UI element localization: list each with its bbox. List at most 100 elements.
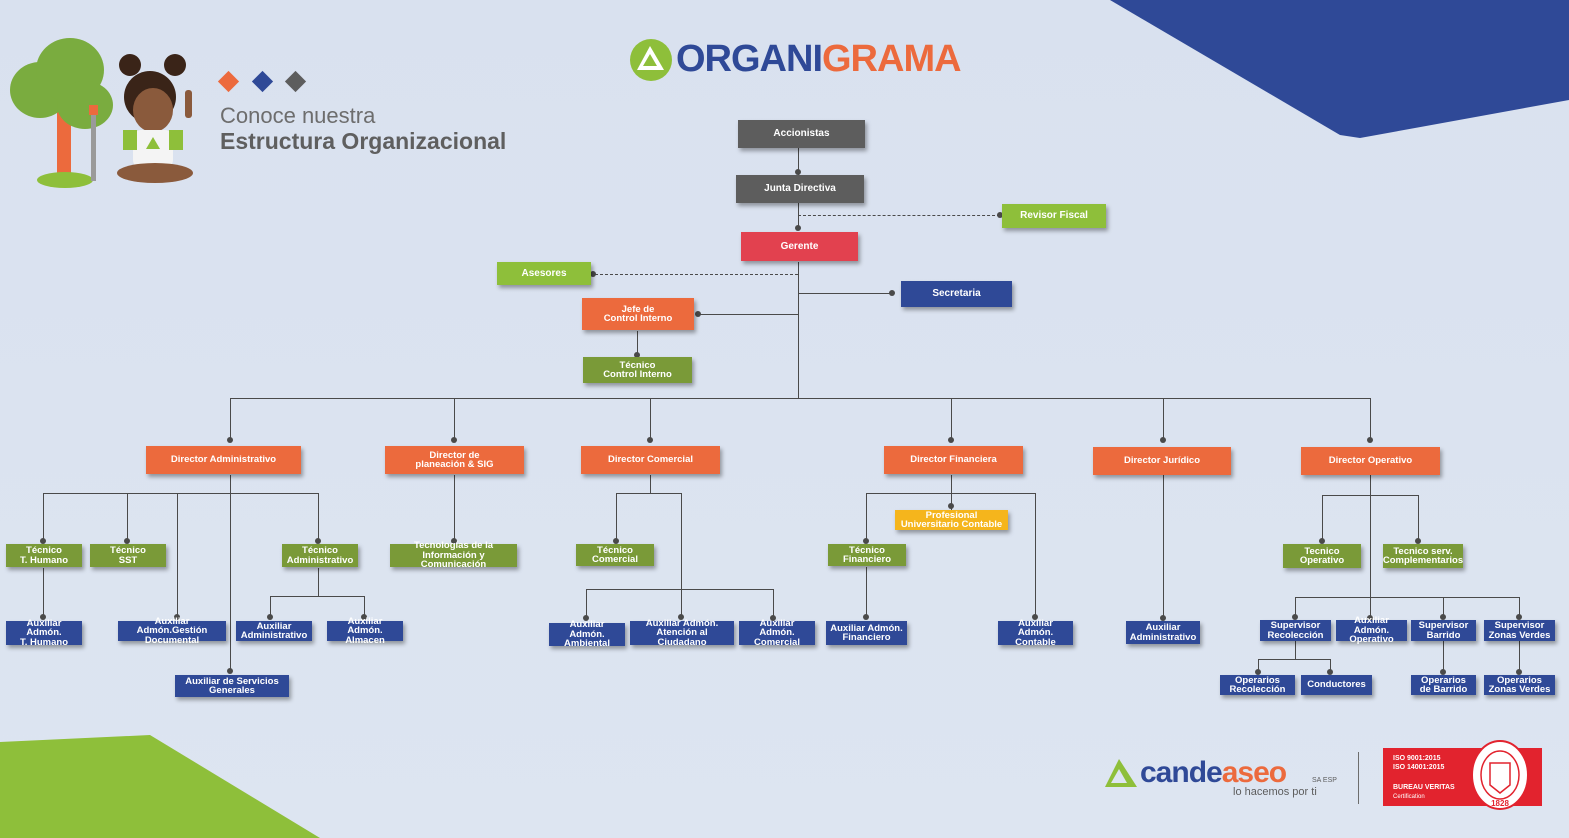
node-tecnico-serv-complementarios: Tecnico serv.Complementarios [1383, 544, 1463, 568]
iso-9001: ISO 9001:2015 [1393, 755, 1441, 762]
node-label-2: Financiero [842, 554, 892, 565]
title-part1: ORGANI [676, 38, 823, 80]
brand-tagline: lo hacemos por ti [1233, 786, 1317, 798]
node-director-financiera: Director Financiera [884, 446, 1023, 474]
node-label-2: Ambiental [564, 638, 610, 650]
node-label-2: Recolección [1267, 629, 1324, 641]
node-label-1: Técnico [849, 544, 885, 556]
node-label-1: Técnico [302, 545, 338, 556]
node-label-1: Profesional [925, 509, 978, 521]
cert-name: BUREAU VERITAS [1393, 784, 1455, 791]
node-label-2: Almacen [345, 634, 385, 646]
node-aux-contable: Auxiliar Admón.Contable [998, 619, 1073, 647]
node-label-1: Tecnico [1304, 545, 1340, 557]
node-aux-operativo: Auxiliar Admón.Operativo [1336, 616, 1407, 644]
bureau-veritas-seal: 1828 [1470, 739, 1530, 811]
node-label-1: Técnico [619, 359, 656, 371]
brand-part1: cande [1140, 756, 1223, 789]
subtitle-line2: Estructura Organizacional [220, 128, 507, 154]
node-label-2: Comercial [754, 636, 800, 648]
node-label-1: Auxiliar Admón. [830, 622, 903, 634]
node-label-1: Jefe de [621, 303, 655, 315]
node-label-1: Supervisor [1494, 620, 1545, 631]
cert-sub: Certification [1393, 794, 1425, 800]
node-gerente: Gerente [741, 232, 858, 261]
node-label: Director Comercial [607, 454, 693, 466]
node-label-2: Documental [144, 634, 200, 646]
node-label-2: Complementarios [1382, 555, 1464, 566]
node-label-2: T. Humano [19, 554, 69, 566]
seal-icon [1471, 740, 1529, 810]
node-label: Secretaria [932, 288, 981, 299]
subtitle-line1: Conoce nuestra [220, 103, 376, 128]
node-label-1: Auxiliar Admón.Gestión [136, 615, 208, 637]
node-label-2: Control Interno [603, 313, 673, 324]
node-label-1: Operarios [1235, 674, 1280, 686]
node-label-2: Operativo [1299, 555, 1345, 566]
node-label-1: Auxiliar Admón. [569, 619, 605, 640]
node-label-1: Técnico [110, 545, 146, 556]
node-asesores: Asesores [497, 262, 591, 285]
node-label-2: Recolección [1229, 684, 1286, 695]
brand-suffix: SA ESP [1312, 777, 1337, 784]
node-label-1: Auxiliar [1145, 622, 1181, 633]
node-label-1: Operarios [1421, 674, 1466, 686]
iso-14001: ISO 14001:2015 [1393, 764, 1445, 771]
node-junta-directiva: Junta Directiva [736, 175, 864, 203]
node-aux-atencion-ciudadano: Auxiliar Admón.Atención al Ciudadano [630, 617, 734, 648]
node-label-2: Administrativo [240, 630, 308, 641]
node-aux-t-humano: Auxiliar Admón.T. Humano [6, 617, 82, 648]
node-label-1: Auxiliar Admón. [1353, 615, 1390, 636]
node-label-1: Auxiliar Admón. [645, 617, 719, 629]
node-label-2: Información y Comunicación [420, 549, 487, 571]
title-part2: GRAMA [822, 38, 962, 80]
node-label-2: Zonas Verdes [1488, 684, 1551, 695]
top-right-blue-shape [1110, 0, 1569, 138]
node-label-2: Zonas Verdes [1488, 629, 1551, 641]
node-label: Junta Directiva [764, 183, 836, 194]
node-label-2: Control Interno [603, 369, 672, 380]
node-label-2: Atención al Ciudadano [656, 627, 708, 648]
node-label-1: Auxiliar Admón. [26, 617, 62, 639]
node-label-1: Operarios [1497, 674, 1542, 686]
footer-divider [1358, 752, 1359, 804]
node-label-1: Auxiliar [256, 620, 292, 632]
node-label: Asesores [521, 267, 567, 279]
node-label-2: Administrativo [286, 554, 354, 566]
node-accionistas: Accionistas [738, 120, 865, 148]
seal-year: 1828 [1491, 799, 1509, 808]
node-label: Accionistas [773, 128, 830, 139]
node-director-operativo: Director Operativo [1301, 447, 1440, 475]
node-label-1: Tecnologías de la [413, 540, 493, 552]
node-aux-ambiental: Auxiliar Admón.Ambiental [549, 619, 625, 650]
node-label-2: Administrativo [1129, 631, 1197, 643]
node-director-administrativo: Director Administrativo [146, 446, 301, 474]
node-label-1: Técnico [597, 544, 633, 556]
brand-part2: aseo [1221, 756, 1287, 789]
node-label-2: T. Humano [19, 636, 69, 648]
node-director-juridico: Director Jurídico [1093, 447, 1231, 475]
node-conductores: Conductores [1301, 675, 1372, 695]
tree-girl-illustration [10, 38, 193, 188]
bottom-left-green-shape [0, 735, 320, 838]
node-label: Director Administrativo [170, 454, 277, 466]
node-label-1: Auxiliar Admón. [759, 617, 795, 639]
node-label-2: Financiero [842, 632, 891, 643]
node-label-1: Supervisor [1418, 620, 1469, 631]
title-logo-icon [630, 39, 672, 81]
